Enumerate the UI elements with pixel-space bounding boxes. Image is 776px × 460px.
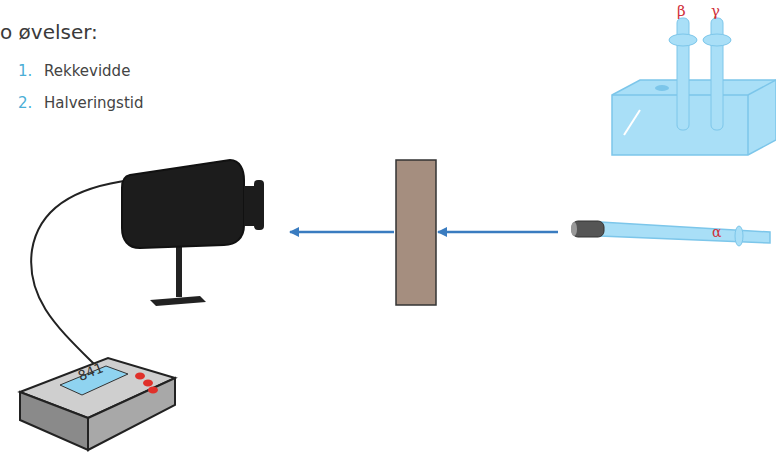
- radiation-arrow: [290, 231, 394, 234]
- source-symbol: α: [712, 225, 721, 239]
- absorber-plate: [396, 160, 436, 305]
- list-item: Halveringstid: [44, 96, 144, 111]
- list-number: 1.: [18, 64, 32, 79]
- beta-tube: [669, 18, 697, 130]
- counter: [20, 358, 175, 450]
- tube-holder: [612, 80, 776, 155]
- cable: [31, 180, 132, 370]
- gamma-tube: [703, 18, 731, 130]
- list-number: 2.: [18, 96, 32, 111]
- radiation-arrow: [438, 231, 558, 234]
- tube-symbol: β: [677, 4, 686, 19]
- alpha-source: [571, 221, 770, 246]
- list-item: Rekkevidde: [44, 64, 130, 79]
- tube-symbol: γ: [711, 4, 720, 19]
- heading: o øvelser:: [0, 22, 98, 42]
- detector: [122, 160, 264, 306]
